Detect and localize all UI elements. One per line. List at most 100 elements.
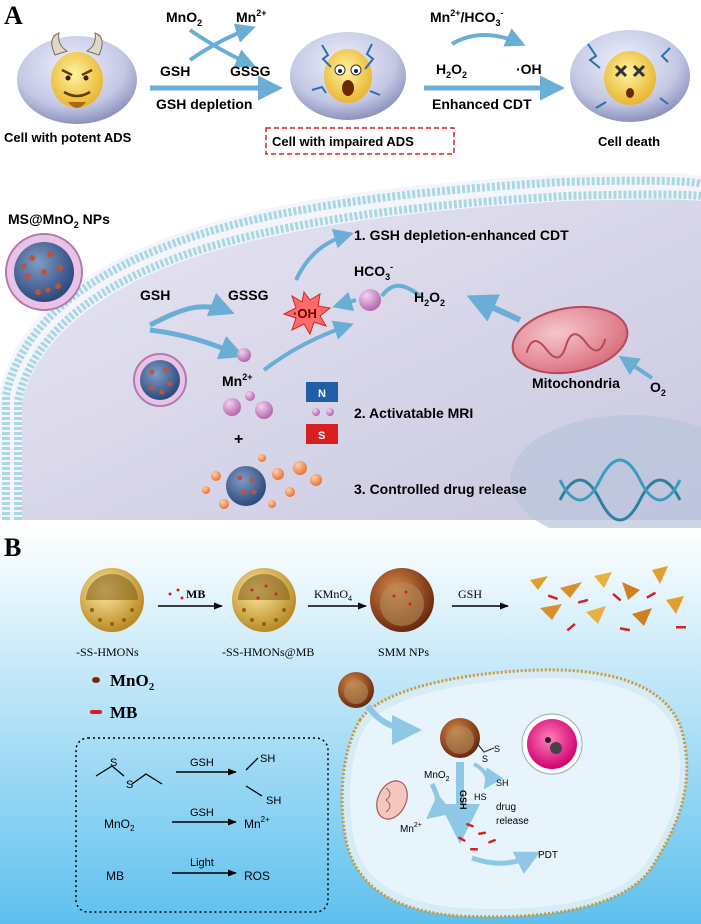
ms-mno2-np-label: MS@MnO2 NPs — [8, 211, 110, 230]
pdt-arrow — [471, 851, 541, 875]
r1-s2-label: S — [126, 779, 133, 791]
cell-h2o2-label: H2O2 — [414, 289, 445, 308]
arrow2-label: KMnO4 — [314, 587, 352, 603]
hco3-curve — [380, 283, 422, 298]
r3-left-label: MB — [106, 869, 124, 883]
mn-hco3-label: Mn2+/HCO3- — [430, 8, 504, 28]
np1-label: -SS-HMONs — [76, 645, 139, 659]
panel-b-label: B — [4, 533, 21, 562]
step3-label: 3. Controlled drug release — [354, 481, 527, 497]
r2-left-label: MnO2 — [104, 817, 135, 833]
mn-ion-ball — [237, 348, 251, 362]
cell2-caption: Cell with impaired ADS — [272, 134, 414, 149]
mitochondria-label: Mitochondria — [532, 375, 620, 391]
panel-a-cell — [0, 172, 701, 545]
arrow1-label: MB — [186, 587, 205, 601]
panel-b-cell — [340, 668, 689, 919]
cell-o2-label: O2 — [650, 379, 666, 398]
r1-sh-bottom-label: SH — [266, 795, 281, 807]
mno2-reduction-reaction: MnO2 GSH Mn2+ — [104, 807, 270, 833]
cell-gssg-label: GSSG — [228, 287, 269, 303]
mitochondrion-small-icon — [376, 780, 408, 820]
cell3-caption: Cell death — [598, 134, 660, 149]
r2-reagent-label: GSH — [190, 807, 214, 819]
oh-label: ·OH — [516, 61, 542, 77]
cell-mn-label: Mn2+ — [222, 372, 252, 389]
cell-potent-ads — [17, 32, 137, 124]
np2-label: -SS-HMONs@MB — [222, 645, 314, 659]
cell-death — [570, 30, 690, 122]
impaired-ads-box — [265, 127, 455, 155]
mb-dots — [168, 588, 184, 600]
smm-nanoparticle-internal — [440, 718, 480, 758]
gsh-to-gssg-cell-arrow — [148, 292, 235, 328]
mno2-label: MnO2 — [166, 9, 202, 28]
legend-mno2-label: MnO2 — [110, 671, 155, 693]
o2-to-mito-arrow — [618, 355, 654, 380]
pdt-label: PDT — [538, 850, 558, 861]
drug-label: drug — [496, 802, 516, 813]
ss-hmons-mb-nanoparticle — [232, 568, 296, 632]
r1-reagent-label: GSH — [190, 757, 214, 769]
mn-to-oh-arrow — [262, 320, 354, 372]
r1-s1-label: S — [110, 757, 117, 769]
dna-icon — [558, 458, 682, 522]
smm-nanoparticle-incoming — [338, 672, 374, 708]
cell-mn-label-b: Mn2+ — [400, 822, 422, 835]
ss-hmons-nanoparticle — [80, 568, 144, 632]
cell-hs-label: HS — [474, 792, 487, 802]
h2o2-to-oh-arrow — [450, 28, 526, 47]
gsh-to-gssg-arrow — [188, 23, 256, 62]
cell-oh-label: ·OH — [293, 306, 317, 321]
mn2plus-label: Mn2+ — [236, 8, 266, 25]
gsh-to-mn-cell-arrow — [149, 327, 245, 360]
gssg-label: GSSG — [230, 63, 271, 79]
magnet-icon: N S — [306, 382, 338, 444]
enhanced-cdt-label: Enhanced CDT — [432, 96, 532, 112]
smm-nanoparticle — [370, 568, 434, 632]
mno2-legend-swatch — [92, 677, 100, 683]
reaction-box — [75, 737, 329, 913]
mn-ion-ball — [245, 391, 255, 401]
ms-mno2-nanoparticle-large — [5, 233, 83, 311]
r2-right-label: Mn2+ — [244, 815, 270, 831]
mb-legend-swatch — [90, 710, 102, 714]
h2o2-label: H2O2 — [436, 61, 467, 80]
oh-radical-burst: ·OH — [282, 290, 332, 336]
mitochondrion-icon — [511, 305, 629, 375]
degraded-fragments — [530, 566, 686, 632]
released-mb — [458, 822, 496, 851]
gsh-label: GSH — [160, 63, 190, 79]
arrow3-label: GSH — [458, 587, 482, 601]
endocytosis-arrow — [365, 704, 422, 745]
plus-sign: + — [234, 431, 243, 448]
cell1-caption: Cell with potent ADS — [4, 130, 132, 145]
mito-to-h2o2-arrow — [466, 294, 522, 323]
release-label: release — [496, 816, 529, 827]
gsh-depletion-label: GSH depletion — [156, 96, 252, 112]
magnet-n-label: N — [318, 388, 326, 400]
np3-label: SMM NPs — [378, 645, 429, 659]
cell-sh-label: SH — [496, 778, 509, 788]
mn-ion-ball — [255, 401, 273, 419]
mn-ion-ball — [223, 398, 241, 416]
r1-sh-top-label: SH — [260, 753, 275, 765]
devil-face-icon — [51, 32, 103, 108]
step2-label: 2. Activatable MRI — [354, 405, 473, 421]
cell-impaired-ads — [290, 32, 406, 120]
cell-gsh-label-b: GSH — [458, 790, 468, 810]
mno2-to-mn-arrow — [188, 28, 256, 68]
drug-release-nanoparticle — [202, 454, 322, 509]
magnet-s-label: S — [318, 430, 325, 442]
mb-light-reaction: MB Light ROS — [106, 857, 270, 883]
dead-face-icon — [587, 43, 671, 109]
legend: MnO2 MB — [90, 671, 155, 722]
h2o2-to-oh-cell-arrow — [332, 291, 357, 311]
gssg-to-cdt-arrow — [294, 229, 354, 281]
cytoplasm — [22, 199, 701, 520]
disulfide-linker — [475, 741, 495, 753]
step1-label: 1. GSH depletion-enhanced CDT — [354, 227, 569, 243]
cell-mno2-label: MnO2 — [424, 770, 450, 783]
panel-a-label: A — [4, 1, 23, 30]
